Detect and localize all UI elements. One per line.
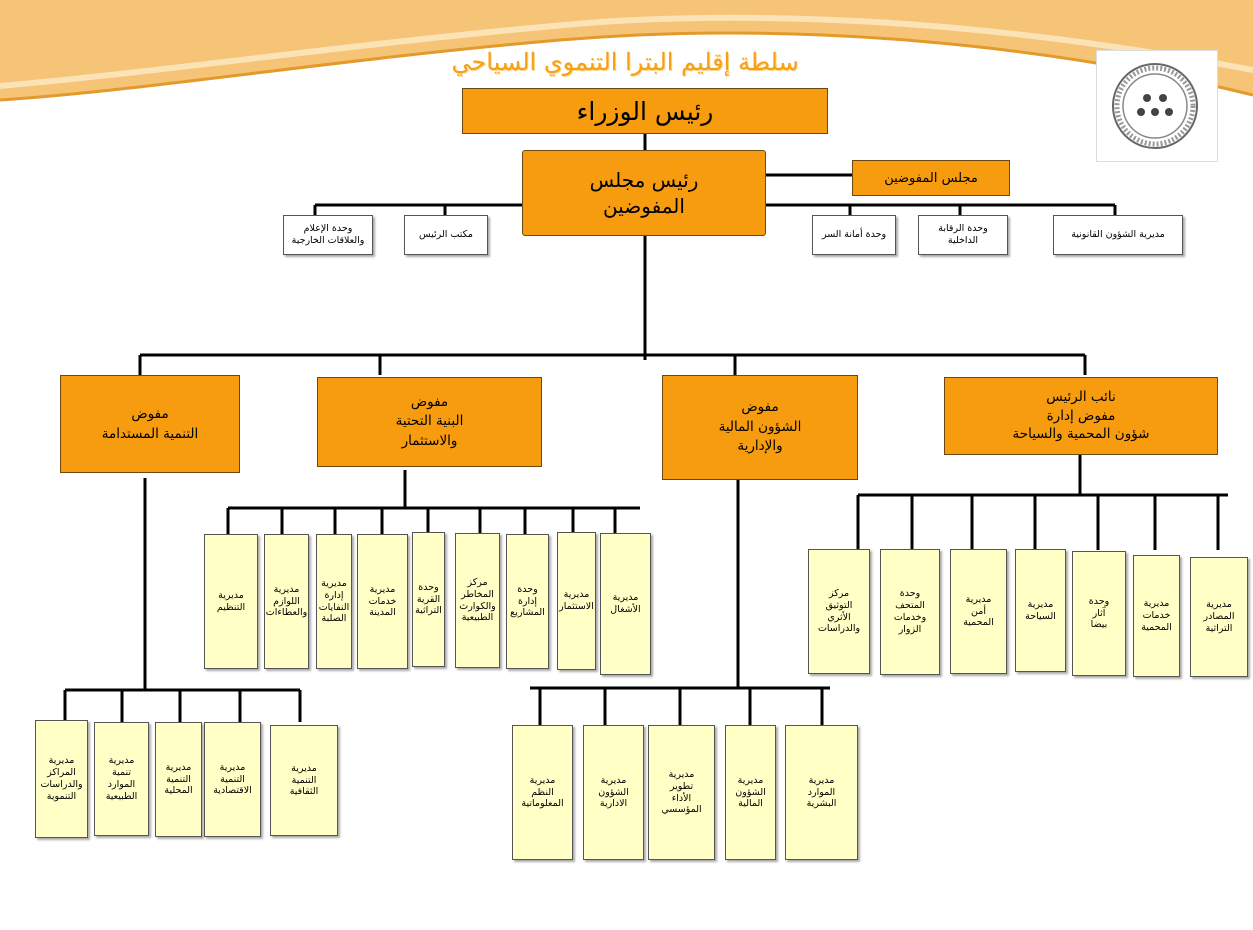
unit-heritage-village-box: وحدة القرية التراثية — [412, 532, 445, 667]
dept-centers-studies-box: مديرية المراكز والدراسات التنموية — [35, 720, 88, 838]
dept-human-resources-box: مديرية الموارد البشرية — [785, 725, 858, 860]
dept-heritage-resources-box: مديرية المصادر التراثية — [1190, 557, 1248, 677]
dept-city-services-box: مديرية خدمات المدينة — [357, 534, 408, 669]
dept-local-development-box: مديرية التنمية المحلية — [155, 722, 202, 837]
board-of-commissioners-box: مجلس المفوضين — [852, 160, 1010, 196]
legal-affairs-box: مديرية الشؤون القانونية — [1053, 215, 1183, 255]
dept-administrative-affairs-box: مديرية الشؤون الادارية — [583, 725, 644, 860]
unit-museum-visitors-box: وحدة المتحف وخدمات الزوار — [880, 549, 940, 675]
prime-minister-box: رئيس الوزراء — [462, 88, 828, 134]
dept-reserve-services-box: مديرية خدمات المحمية — [1133, 555, 1180, 677]
commissioner-finance-admin-box: مفوض الشؤون المالية والإدارية — [662, 375, 858, 480]
commissioner-deputy-president-box: نائب الرئيس مفوض إدارة شؤون المحمية والس… — [944, 377, 1218, 455]
unit-beida-antiquities-box: وحدة آثار بيضا — [1072, 551, 1126, 676]
dept-supplies-tenders-box: مديرية اللوازم والعطاءات — [264, 534, 309, 669]
dept-financial-affairs-box: مديرية الشؤون المالية — [725, 725, 776, 860]
dept-information-systems-box: مديرية النظم المعلوماتية — [512, 725, 573, 860]
board-chair-box: رئيس مجلس المفوضين — [522, 150, 766, 236]
internal-audit-unit-box: وحدة الرقابة الداخلية — [918, 215, 1008, 255]
dept-solid-waste-box: مديرية إدارة النفايات الصلبة — [316, 534, 352, 669]
dept-organization-box: مديرية التنظيم — [204, 534, 258, 669]
commissioner-sustainable-dev-box: مفوض التنمية المستدامة — [60, 375, 240, 473]
commissioner-infrastructure-box: مفوض البنية التحتية والاستثمار — [317, 377, 542, 467]
dept-economic-development-box: مديرية التنمية الاقتصادية — [204, 722, 261, 837]
unit-project-management-box: وحدة إدارة المشاريع — [506, 534, 549, 669]
dept-reserve-security-box: مديرية أمن المحمية — [950, 549, 1007, 674]
dept-works-box: مديرية الأشغال — [600, 533, 651, 675]
center-risks-disasters-box: مركز المخاطر والكوارث الطبيعية — [455, 533, 500, 668]
logo — [1096, 50, 1218, 162]
dept-investment-box: مديرية الاستثمار — [557, 532, 596, 670]
secretariat-unit-box: وحدة أمانة السر — [812, 215, 896, 255]
center-documentation-box: مركز التوثيق الأثري والدراسات — [808, 549, 870, 674]
dept-cultural-development-box: مديرية التنمية الثقافية — [270, 725, 338, 836]
dept-natural-resources-box: مديرية تنمية الموارد الطبيعية — [94, 722, 149, 836]
dept-tourism-box: مديرية السياحة — [1015, 549, 1066, 672]
dept-institutional-performance-box: مديرية تطوير الأداء المؤسسي — [648, 725, 715, 860]
president-office-box: مكتب الرئيس — [404, 215, 488, 255]
media-unit-box: وحدة الإعلام والعلاقات الخارجية — [283, 215, 373, 255]
chart-title: سلطة إقليم البترا التنموي السياحي — [451, 48, 799, 76]
authority-seal-icon — [1112, 63, 1198, 149]
